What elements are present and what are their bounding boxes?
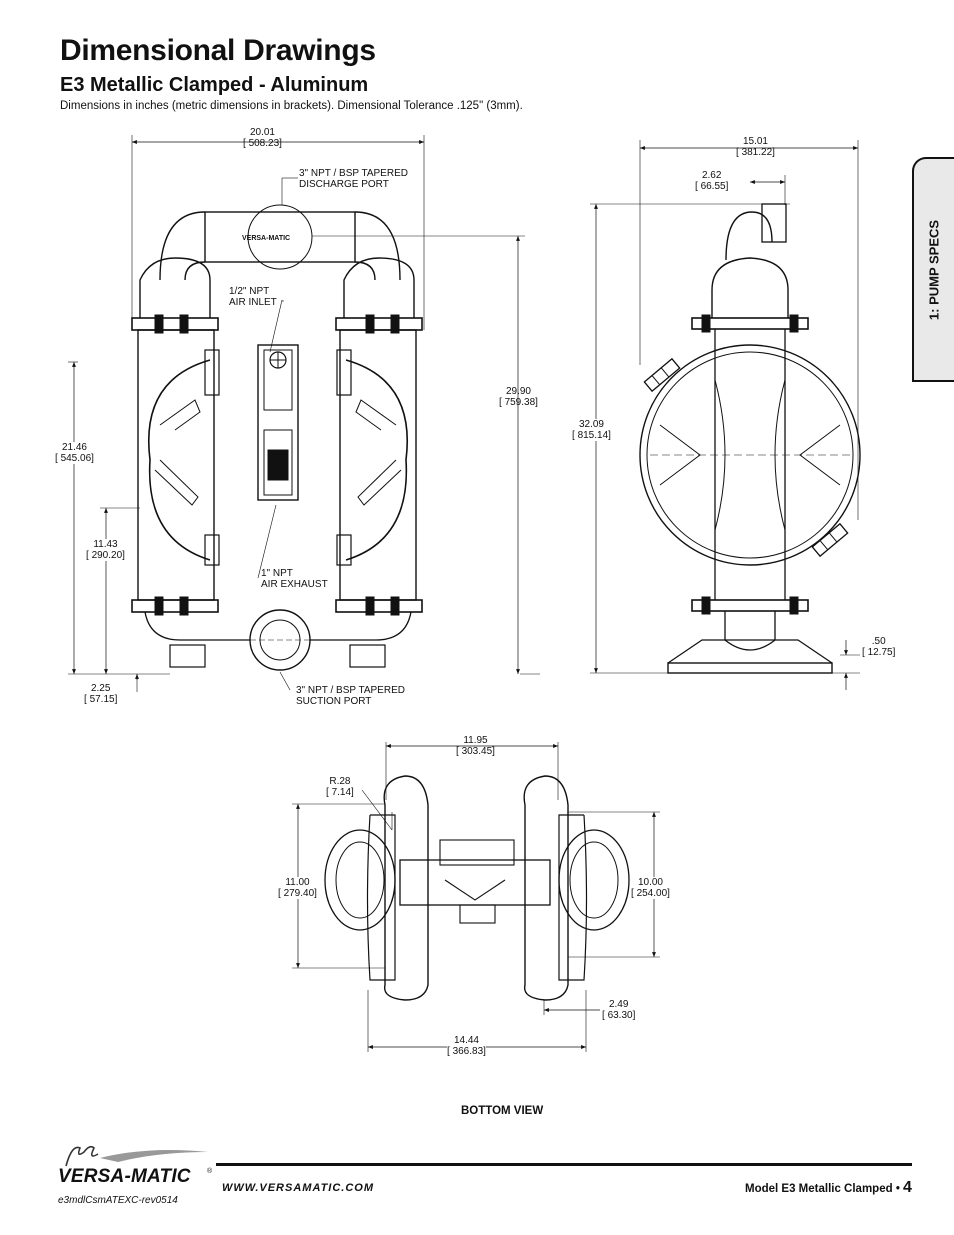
section-subtitle: E3 Metallic Clamped - Aluminum: [60, 74, 369, 96]
front-overall-width-dim: 20.01508.23: [243, 127, 282, 149]
document-code: e3mdlCsmATEXC-rev0514: [58, 1195, 178, 1206]
bottom-mount-width-dim: 11.95303.45: [456, 735, 495, 757]
front-height-21-dim: 21.46545.06: [55, 442, 94, 464]
front-discharge-height-dim: 29.90759.38: [499, 386, 538, 408]
bottom-view-caption: BOTTOM VIEW: [461, 1105, 544, 1117]
discharge-port-callout: 3" NPT / BSP TAPERED DISCHARGE PORT: [299, 168, 408, 190]
logo-wordmark: VERSA-MATIC: [58, 1166, 191, 1187]
air-inlet-callout: 1/2" NPT AIR INLET: [229, 286, 277, 308]
front-height-11-dim: 11.43290.20: [86, 539, 125, 561]
logo-swoosh-icon: [65, 1145, 208, 1167]
registered-mark: ®: [207, 1168, 213, 1175]
page-number: 4: [903, 1179, 912, 1196]
side-base-thickness-dim: .5012.75: [862, 636, 895, 658]
versa-matic-logo: VERSA-MATIC ®: [58, 1140, 218, 1192]
front-view-drawing: VERSA-MATIC: [68, 135, 540, 692]
bottom-view-drawing: [292, 742, 660, 1052]
front-foot-offset-dim: 2.2557.15: [84, 683, 117, 705]
bottom-slot-radius-dim: R.287.14: [326, 776, 354, 798]
website-link[interactable]: WWW.VERSAMATIC.COM: [222, 1182, 375, 1194]
suction-port-callout: 3" NPT / BSP TAPERED SUCTION PORT: [296, 685, 405, 707]
bottom-inner-depth-dim: 10.00254.00: [631, 877, 670, 899]
bottom-outer-depth-dim: 11.00279.40: [278, 877, 317, 899]
air-exhaust-callout: 1" NPT AIR EXHAUST: [261, 568, 328, 590]
model-footer: Model E3 Metallic Clamped • 4: [745, 1179, 912, 1197]
svg-text:VERSA-MATIC: VERSA-MATIC: [242, 235, 290, 242]
bottom-edge-offset-dim: 2.4963.30: [602, 999, 635, 1021]
side-port-offset-dim: 2.6266.55: [695, 170, 728, 192]
footer-rule: [216, 1163, 912, 1166]
model-label: Model E3 Metallic Clamped •: [745, 1183, 900, 1195]
side-view-drawing: [590, 140, 861, 690]
intro-text: Dimensions in inches (metric dimensions …: [60, 100, 523, 112]
side-overall-height-dim: 32.09815.14: [572, 419, 611, 441]
bottom-base-width-dim: 14.44366.83: [447, 1035, 486, 1057]
section-tab[interactable]: 1: PUMP SPECS: [912, 157, 954, 382]
page-title: Dimensional Drawings: [60, 34, 376, 67]
side-overall-depth-dim: 15.01381.22: [736, 136, 775, 158]
